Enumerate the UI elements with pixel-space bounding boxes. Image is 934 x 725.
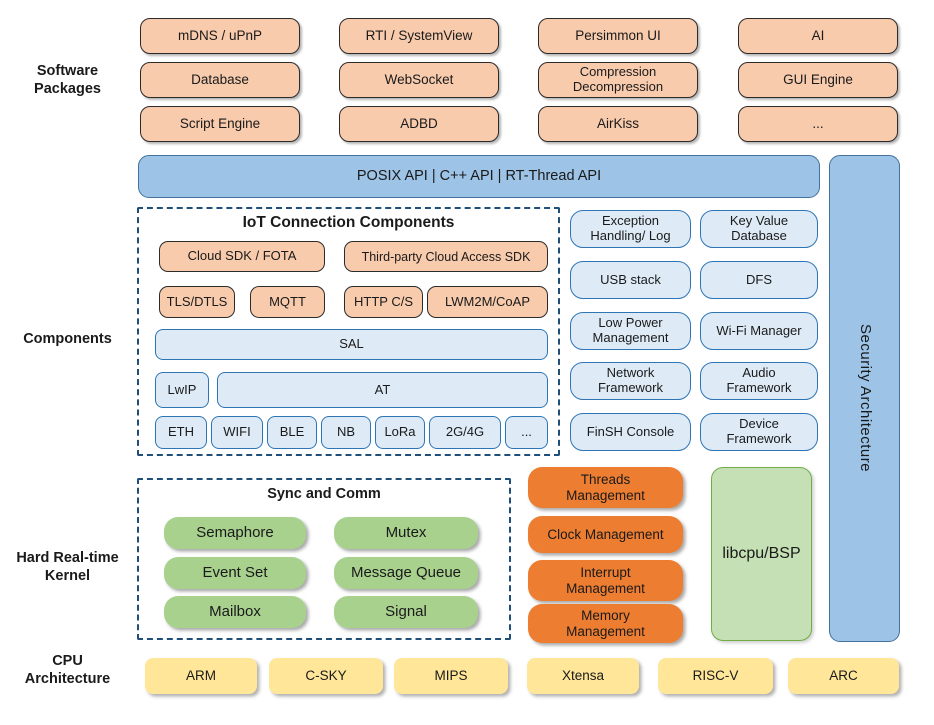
pkg-box: GUI Engine [738,62,898,98]
iot-cloud-box: Third-party Cloud Access SDK [344,241,548,272]
cpu-box: MIPS [394,658,508,694]
service-box: Key Value Database [700,210,818,248]
label-cpu-architecture: CPU Architecture [24,653,111,688]
service-box: USB stack [570,261,691,299]
phy-box: ... [505,416,548,449]
phy-box: WIFI [211,416,263,449]
sync-comm-title: Sync and Comm [267,486,381,502]
pkg-box: WebSocket [339,62,499,98]
label-components: Components [23,331,112,347]
iot-cloud-box: Cloud SDK / FOTA [159,241,325,272]
pkg-box: Compression Decompression [538,62,698,98]
service-box: Exception Handling/ Log [570,210,691,248]
mgmt-pill: Clock Management [528,516,683,553]
iot-protocol-box: LWM2M/CoAP [427,286,548,318]
sync-comm-group [137,478,511,640]
iot-connection-title: IoT Connection Components [242,214,455,231]
kernel-pill: Signal [334,596,478,628]
libcpu-bsp-box: libcpu/BSP [711,467,812,641]
label-kernel: Hard Real-time Kernel [16,550,119,585]
service-box: Audio Framework [700,362,818,400]
sal-box: SAL [155,329,548,360]
kernel-pill: Message Queue [334,557,478,589]
kernel-pill: Event Set [164,557,306,589]
pkg-box: ADBD [339,106,499,142]
phy-box: LoRa [375,416,425,449]
pkg-box: RTI / SystemView [339,18,499,54]
iot-protocol-box: TLS/DTLS [159,286,235,318]
iot-protocol-box: HTTP C/S [344,286,423,318]
pkg-box: mDNS / uPnP [140,18,300,54]
cpu-box: ARM [145,658,257,694]
cpu-box: ARC [788,658,899,694]
label-software-packages: Software Packages [34,63,101,98]
service-box: DFS [700,261,818,299]
service-box: FinSH Console [570,413,691,451]
pkg-box: Database [140,62,300,98]
service-box: Network Framework [570,362,691,400]
api-bar: POSIX API | C++ API | RT-Thread API [138,155,820,198]
cpu-box: Xtensa [527,658,639,694]
pkg-box: Script Engine [140,106,300,142]
iot-connection-group [137,207,560,456]
pkg-box: Persimmon UI [538,18,698,54]
kernel-pill: Semaphore [164,517,306,549]
kernel-pill: Mailbox [164,596,306,628]
service-box: Device Framework [700,413,818,451]
cpu-box: RISC-V [658,658,773,694]
mgmt-pill: Interrupt Management [528,560,683,601]
phy-box: 2G/4G [429,416,501,449]
pkg-box: AirKiss [538,106,698,142]
cpu-box: C-SKY [269,658,383,694]
phy-box: NB [321,416,371,449]
phy-box: BLE [267,416,317,449]
service-box: Wi-Fi Manager [700,312,818,350]
iot-protocol-box: MQTT [250,286,325,318]
service-box: Low Power Management [570,312,691,350]
at-box: AT [217,372,548,408]
kernel-pill: Mutex [334,517,478,549]
lwip-box: LwIP [155,372,209,408]
security-architecture-bar: Security Architecture [829,155,900,642]
pkg-box: AI [738,18,898,54]
mgmt-pill: Memory Management [528,604,683,643]
mgmt-pill: Threads Management [528,467,683,508]
phy-box: ETH [155,416,207,449]
pkg-box: ... [738,106,898,142]
